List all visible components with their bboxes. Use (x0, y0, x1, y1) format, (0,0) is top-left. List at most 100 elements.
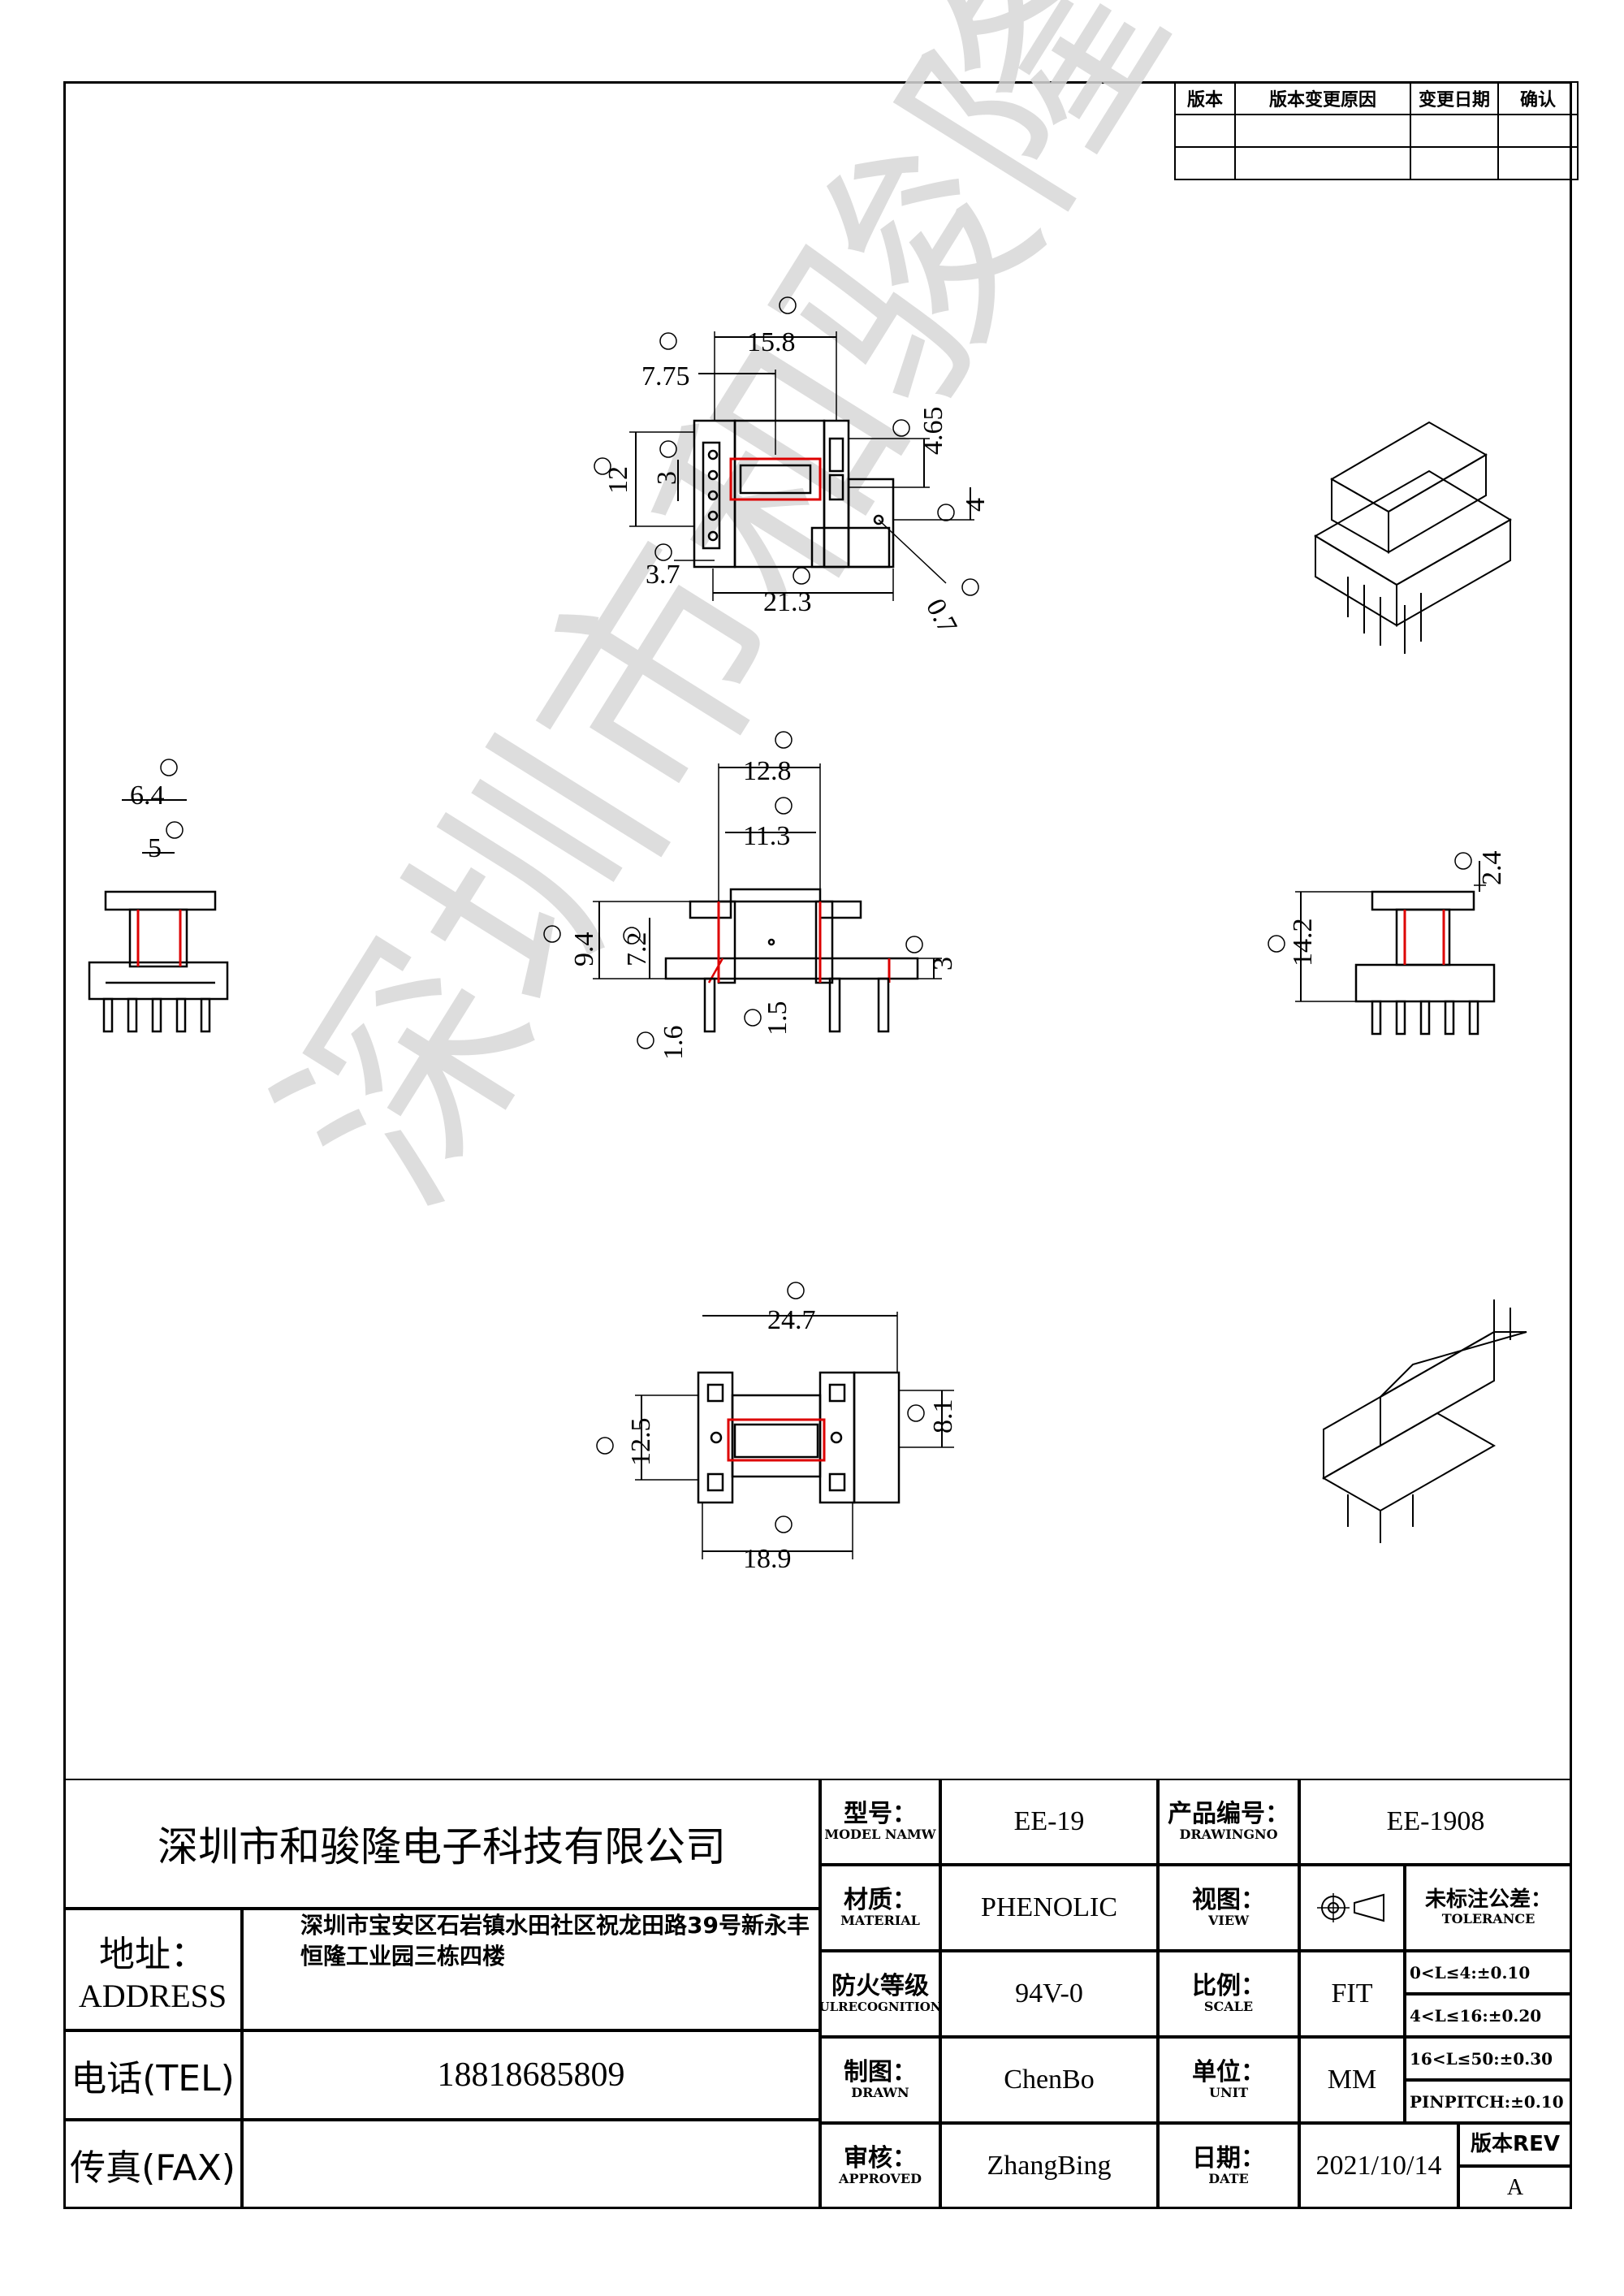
rev-header-reason: 版本变更原因 (1234, 81, 1411, 115)
address-line-1: 深圳市宝安区石岩镇水田社区祝龙田路39号新永丰 (300, 1912, 810, 1939)
tag-v-circle (596, 1437, 614, 1455)
rev-header-version: 版本 (1174, 81, 1236, 115)
tag-b-circle (659, 332, 677, 350)
tag-t-circle (1268, 935, 1285, 953)
isometric-view-bottom (1321, 1299, 1527, 1543)
dim-q: 1.6 (659, 1026, 689, 1061)
dim-h: 4.65 (918, 407, 948, 456)
dim-n: 11.3 (743, 821, 790, 851)
approved-value: ZhangBing (940, 2123, 1158, 2209)
tag-s-circle (905, 936, 923, 953)
dim-w: 24.7 (767, 1305, 816, 1335)
dim-t: 14.2 (1288, 919, 1318, 967)
address-label-en: ADDRESS (78, 1977, 227, 2014)
dim-a: 15.8 (747, 327, 796, 357)
model-label: 型号： MODEL NAMW (820, 1779, 940, 1865)
drawingno-label: 产品编号： DRAWINGNO (1158, 1779, 1299, 1865)
fire-value: 94V-0 (940, 1951, 1158, 2037)
dim-m: 12.8 (743, 756, 792, 786)
technical-drawing: 15.8 7.75 12 3 3.7 21.3 4.65 4 0.7 6.4 5… (88, 296, 1527, 1574)
top-view (629, 331, 974, 601)
dim-l: 5 (148, 833, 162, 863)
approved-label: 审核： APPROVED (820, 2123, 940, 2209)
tag-j-circle (961, 578, 979, 596)
date-label: 日期： DATE (1158, 2123, 1299, 2209)
material-label: 材质： MATERIAL (820, 1865, 940, 1951)
tag-d-circle (659, 440, 677, 458)
date-value: 2021/10/14 (1299, 2123, 1458, 2209)
dim-i: 4 (961, 498, 991, 512)
tag-n-circle (775, 797, 793, 815)
address-label-cn: 地址： (99, 1933, 206, 1975)
fire-label: 防火等级 ULRECOGNITION (818, 1951, 942, 2037)
tag-p-circle (623, 927, 641, 945)
unit-label: 单位： UNIT (1158, 2037, 1299, 2123)
tolerance-row-1: 0<L≤4:±0.10 (1405, 1951, 1572, 1994)
bottom-view (635, 1312, 954, 1559)
dim-o: 9.4 (569, 932, 599, 967)
dim-s: 3 (928, 957, 958, 971)
rev-label: 版本REV (1458, 2123, 1572, 2166)
fax-value (242, 2120, 820, 2209)
dim-e: 3.7 (646, 560, 680, 590)
tag-k-circle (160, 759, 178, 776)
model-value: EE-19 (940, 1779, 1158, 1865)
tag-a-circle (779, 296, 797, 314)
tag-h-circle (892, 419, 910, 437)
rev-header-confirm: 确认 (1497, 81, 1579, 115)
tag-e-circle (654, 543, 672, 561)
dim-r: 1.5 (762, 1001, 793, 1036)
dim-v: 12.5 (626, 1418, 656, 1467)
view-label: 视图： VIEW (1158, 1865, 1299, 1951)
dim-p: 7.2 (622, 932, 652, 967)
tag-x-circle (907, 1404, 925, 1422)
tag-y-circle (775, 1516, 793, 1533)
tolerance-row-4: PINPITCH:±0.10 (1405, 2080, 1572, 2123)
dim-d: 3 (652, 471, 682, 485)
isometric-view-top (1314, 421, 1512, 654)
unit-value: MM (1299, 2037, 1405, 2123)
company-name: 深圳市和骏隆电子科技有限公司 (63, 1779, 820, 1909)
dim-k: 6.4 (130, 780, 165, 811)
tag-w-circle (787, 1282, 805, 1299)
dim-u: 2.4 (1477, 851, 1507, 886)
tel-value: 18818685809 (242, 2030, 820, 2120)
right-side-view (1295, 861, 1496, 1036)
tel-label: 电话(TEL) (63, 2030, 242, 2120)
dim-y: 18.9 (743, 1544, 792, 1574)
drawn-label: 制图： DRAWN (820, 2037, 940, 2123)
address-line-2: 恒隆工业园三栋四楼 (300, 1942, 506, 1970)
tolerance-label: 未标注公差： TOLERANCE (1405, 1865, 1572, 1951)
dim-c: 12 (603, 466, 633, 494)
left-side-view (88, 799, 229, 1033)
rev-value: A (1458, 2166, 1572, 2209)
tag-q-circle (637, 1031, 654, 1049)
material-value: PHENOLIC (940, 1865, 1158, 1951)
front-view (593, 763, 942, 1033)
title-block: 深圳市和骏隆电子科技有限公司 地址： ADDRESS 深圳市宝安区石岩镇水田社区… (63, 1779, 1572, 2209)
dimension-tags (160, 296, 1472, 1533)
tag-u-circle (1454, 852, 1472, 870)
drawingno-value: EE-1908 (1299, 1779, 1572, 1865)
tag-i-circle (937, 504, 955, 521)
tag-m-circle (775, 731, 793, 749)
dim-x: 8.1 (928, 1399, 958, 1434)
dimension-labels: 15.8 7.75 12 3 3.7 21.3 4.65 4 0.7 6.4 5… (130, 327, 1507, 1574)
fax-label: 传真(FAX) (63, 2120, 242, 2209)
dim-b: 7.75 (641, 361, 690, 391)
tag-l-circle (166, 821, 184, 839)
dim-j: 0.7 (920, 594, 963, 638)
tag-c-circle (594, 457, 611, 475)
revision-table: 版本 版本变更原因 变更日期 确认 (1174, 81, 1579, 180)
scale-label: 比例： SCALE (1158, 1951, 1299, 2037)
tag-o-circle (543, 925, 561, 943)
scale-value: FIT (1299, 1951, 1405, 2037)
dim-f: 21.3 (763, 587, 812, 617)
drawn-value: ChenBo (940, 2037, 1158, 2123)
tolerance-row-3: 16<L≤50:±0.30 (1405, 2037, 1572, 2080)
rev-header-date: 变更日期 (1410, 81, 1499, 115)
tolerance-row-2: 4<L≤16:±0.20 (1405, 1994, 1572, 2037)
projection-symbol-icon (1299, 1865, 1405, 1951)
tag-f-circle (793, 567, 810, 585)
address-value: 深圳市宝安区石岩镇水田社区祝龙田路39号新永丰 恒隆工业园三栋四楼 (242, 1909, 820, 2030)
